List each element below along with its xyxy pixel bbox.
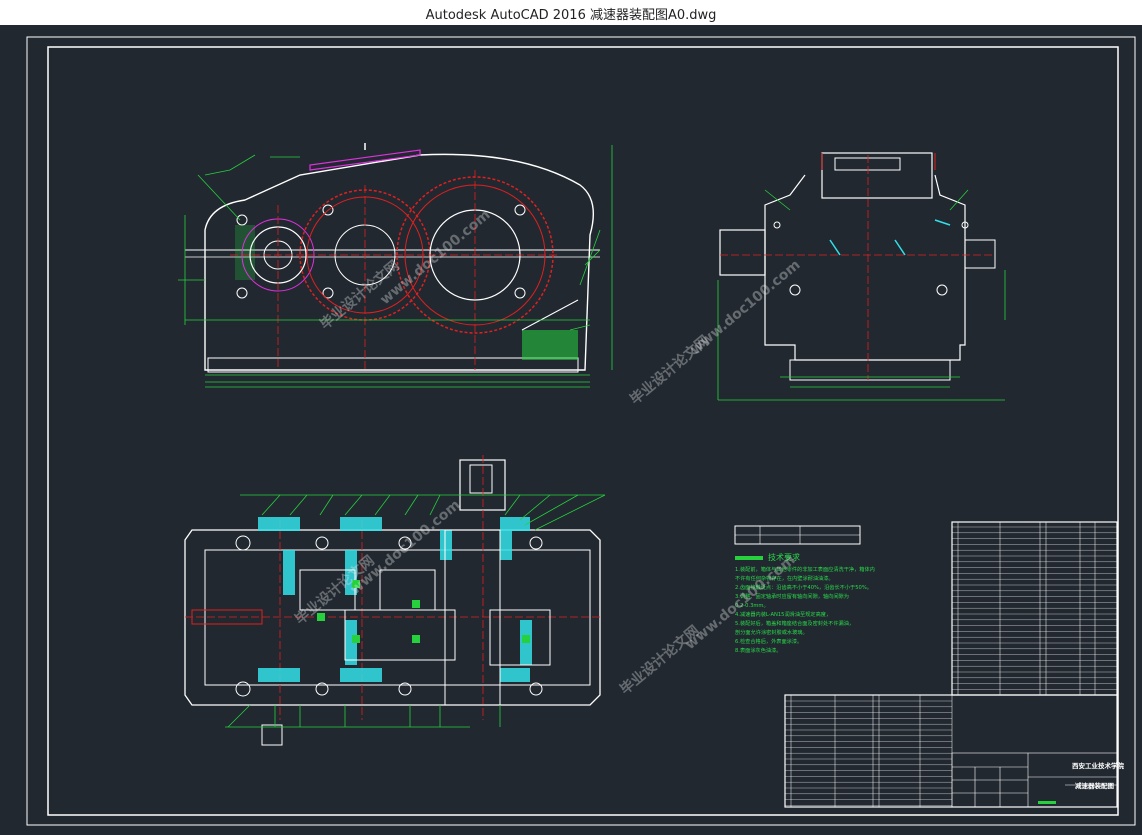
tech-req-line-1: 1.装配前，箱体与其他零件的非加工表面应清洗干净，箱体内 [735, 565, 875, 573]
tech-req-line-3: 2.齿面接触斑点：沿齿高不小于40%，沿齿长不小于50%。 [735, 583, 872, 591]
cad-drawing[interactable]: 技术要求 1.装配前，箱体与其他零件的非加工表面应清洗干净，箱体内 不许有任何杂… [0, 25, 1142, 835]
watermarks: www.doc100.com 毕业设计论文网 www.doc100.com 毕业… [292, 207, 804, 698]
drawing-canvas[interactable]: 技术要求 1.装配前，箱体与其他零件的非加工表面应清洗干净，箱体内 不许有任何杂… [0, 25, 1142, 835]
window-title: Autodesk AutoCAD 2016 减速器装配图A0.dwg [425, 8, 717, 23]
tech-req-line-8: 剖分面允许涂密封胶或水玻璃。 [735, 628, 808, 636]
tech-requirements: 技术要求 1.装配前，箱体与其他零件的非加工表面应清洗干净，箱体内 不许有任何杂… [734, 525, 875, 654]
title-bar: Autodesk AutoCAD 2016 减速器装配图A0.dwg [0, 0, 1142, 26]
tech-req-line-4: 3.调整、固定轴承时应留有轴向间隙，轴向间隙为 [735, 592, 849, 600]
tech-req-line-5: 0.2-0.3mm。 [735, 603, 769, 609]
tech-req-line-10: 8.表面涂灰色油漆。 [735, 646, 781, 654]
plan-view [184, 455, 606, 746]
tech-requirements-heading: 技术要求 [768, 552, 800, 562]
side-view [717, 152, 1006, 401]
watermark-cn-4: 毕业设计论文网 [617, 622, 703, 698]
sheet-outer-border [26, 36, 1136, 826]
tech-req-line-9: 6.检查合格后，外表面涂漆。 [735, 637, 802, 645]
tech-req-line-7: 5.装配好后，箱盖和箱座结合面及密封处不许漏油， [735, 619, 854, 627]
watermark-cn-2: 毕业设计论文网 [627, 332, 713, 408]
title-block-drawing-name: 减速器装配图 [1075, 781, 1115, 790]
front-view [178, 143, 613, 388]
title-block-school: 西安工业技术学院 [1072, 761, 1125, 770]
tech-req-line-6: 4.减速器内装L-AN15润滑油至规定高度， [735, 610, 831, 618]
sheet-inner-border [47, 46, 1119, 816]
tech-req-line-2: 不许有任何杂物存在，在内壁涂耐油油漆。 [735, 574, 834, 582]
parts-list: 西安工业技术学院 减速器装配图 [784, 521, 1125, 808]
